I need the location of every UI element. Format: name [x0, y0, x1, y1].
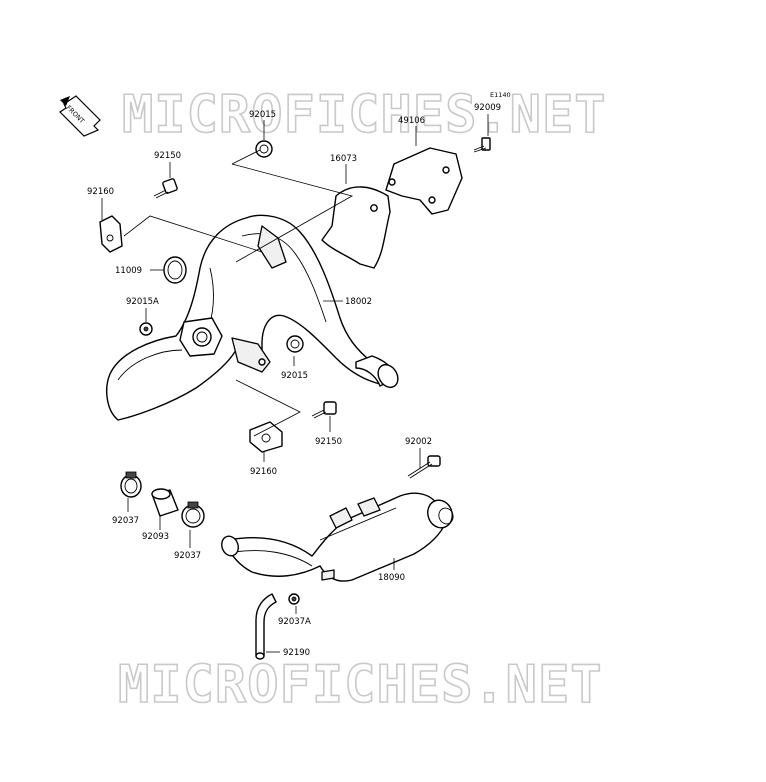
callout-16073: 16073	[330, 154, 357, 164]
leader-lines	[101, 114, 489, 653]
heat-guard-part	[321, 186, 391, 269]
callout-18090: 18090	[378, 573, 405, 583]
callout-11009: 11009	[115, 266, 142, 276]
collar-92015-top-part	[255, 140, 273, 158]
collar-92015-mid-part	[286, 335, 304, 353]
diagram-code: E1140	[490, 91, 511, 99]
bolt-92002-part	[407, 455, 441, 479]
bolt-92150-mid-part	[311, 401, 337, 419]
callout-92093: 92093	[142, 532, 169, 542]
collar-92015a-part	[139, 322, 153, 336]
callout-92160-top: 92160	[87, 187, 114, 197]
clamp-92037-left-part	[120, 471, 142, 498]
callout-18002: 18002	[345, 297, 372, 307]
callout-92002: 92002	[405, 437, 432, 447]
hose-92190-part	[255, 593, 277, 660]
guard-bracket-part	[385, 147, 463, 215]
callout-92009: 92009	[474, 103, 501, 113]
callout-92015a: 92015A	[126, 297, 159, 307]
front-arrow-icon: FRONT	[59, 95, 101, 137]
bolt-92150-top-part	[153, 178, 178, 199]
callout-92160-mid: 92160	[250, 467, 277, 477]
clamp-92037a-part	[288, 593, 300, 605]
callout-92150-top: 92150	[154, 151, 181, 161]
clamp-92037-right-part	[181, 501, 205, 528]
callout-92037-right: 92037	[174, 551, 201, 561]
coupler-92093-part	[151, 488, 179, 517]
expansion-chamber-part	[106, 214, 399, 421]
damper-92160-top-part	[99, 215, 123, 253]
callout-49106: 49106	[398, 116, 425, 126]
damper-92160-mid-part	[249, 421, 283, 453]
watermark-top: MICROFICHES.NET	[122, 85, 607, 145]
gasket-11009-part	[163, 256, 187, 284]
callout-92015-mid: 92015	[281, 371, 308, 381]
watermark-bottom: MICROFICHES.NET	[118, 655, 603, 715]
callout-92190: 92190	[283, 648, 310, 658]
callout-92037-left: 92037	[112, 516, 139, 526]
callout-labels: 92015 92150 92160 11009 92015A 18002 920…	[87, 103, 501, 658]
bolt-92009-part	[473, 137, 491, 153]
silencer-part	[221, 492, 454, 582]
callout-92150-mid: 92150	[315, 437, 342, 447]
callout-92015-top: 92015	[249, 110, 276, 120]
callout-92037a: 92037A	[278, 617, 311, 627]
